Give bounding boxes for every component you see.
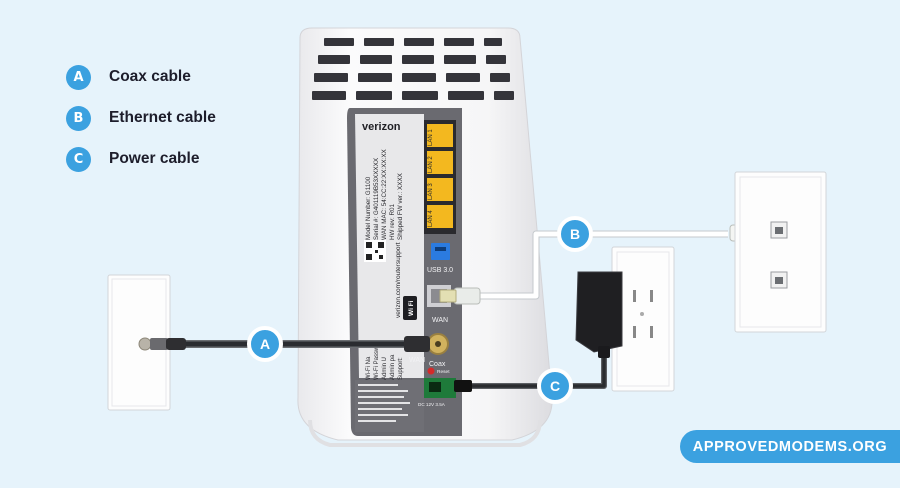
legend-badge-a: A <box>66 64 91 90</box>
watermark-badge: APPROVEDMODEMS.ORG <box>680 430 900 463</box>
router-support-label: Support: <box>398 357 404 380</box>
legend-label-ethernet: Ethernet cable <box>109 109 216 126</box>
callout-b: B <box>557 216 593 252</box>
router-model-label: Model Number: G1100 <box>365 176 372 240</box>
legend-item-ethernet: B Ethernet cable <box>66 105 216 131</box>
reset-button[interactable]: Reset <box>427 367 451 376</box>
router-wan-mac-label: WAN MAC: 54:CC:22:XX:XX:XX <box>381 148 388 240</box>
lan-port-2-label: LAN 2 <box>428 156 434 173</box>
coax-port-label: Coax <box>429 361 446 368</box>
legend-badge-b: B <box>66 105 91 131</box>
router-vents <box>312 38 514 100</box>
legend-item-power: C Power cable <box>66 146 199 172</box>
lan-port-1[interactable] <box>427 124 453 147</box>
router-serial-label: Serial #: G401119B53XXXXX <box>373 157 380 240</box>
lan-port-3-label: LAN 3 <box>428 183 434 200</box>
usb-port[interactable]: USB 3.0 <box>427 243 453 274</box>
power-cable <box>454 271 623 392</box>
router-brand-label: verizon <box>362 121 401 133</box>
router-admin-password-label: Admin pa <box>390 354 396 380</box>
router-wifi-password-label: Wi-Fi Passwo <box>374 343 380 380</box>
wifi-badge: Wi Fi <box>403 296 417 320</box>
router-fw-label: Shipped FW ver.: XXXX <box>397 172 404 240</box>
callout-a-label: A <box>260 336 270 352</box>
router-hw-rev-label: HW rev: R01 <box>389 203 396 240</box>
lan-port-4[interactable] <box>427 205 453 228</box>
power-jack[interactable]: DC 12V 3.5A <box>418 378 456 407</box>
wifi-badge-label: Wi Fi <box>408 300 415 316</box>
usb-port-label: USB 3.0 <box>427 267 453 274</box>
wan-port-label: WAN <box>432 317 448 324</box>
coax-wan-label: WAN <box>409 357 425 364</box>
ethernet-wall-plate <box>734 171 827 333</box>
qr-code <box>364 240 386 262</box>
legend-badge-c: C <box>66 146 91 172</box>
power-jack-label: DC 12V 3.5A <box>418 402 446 407</box>
lan-port-4-label: LAN 4 <box>428 210 434 227</box>
callout-b-label: B <box>570 226 580 242</box>
router-admin-label: Admin U <box>382 357 388 380</box>
router-support-url: verizon.com/routersupport <box>395 242 402 318</box>
legend-label-coax: Coax cable <box>109 68 191 85</box>
callout-c-label: C <box>550 378 560 394</box>
coax-cable <box>150 336 430 352</box>
legend-label-power: Power cable <box>109 150 200 167</box>
lan-port-1-label: LAN 1 <box>428 129 434 146</box>
router-wifi-name-label: Wi-Fi Na <box>366 356 372 380</box>
reset-button-label: Reset <box>437 369 450 375</box>
callout-c: C <box>537 368 573 404</box>
coax-wall-plate <box>107 274 171 411</box>
lan-port-3[interactable] <box>427 178 453 201</box>
callout-a: A <box>247 326 283 362</box>
legend-item-coax: A Coax cable <box>66 64 191 90</box>
lan-ports: LAN 1 LAN 2 LAN 3 LAN 4 <box>424 120 456 234</box>
lan-port-2[interactable] <box>427 151 453 174</box>
